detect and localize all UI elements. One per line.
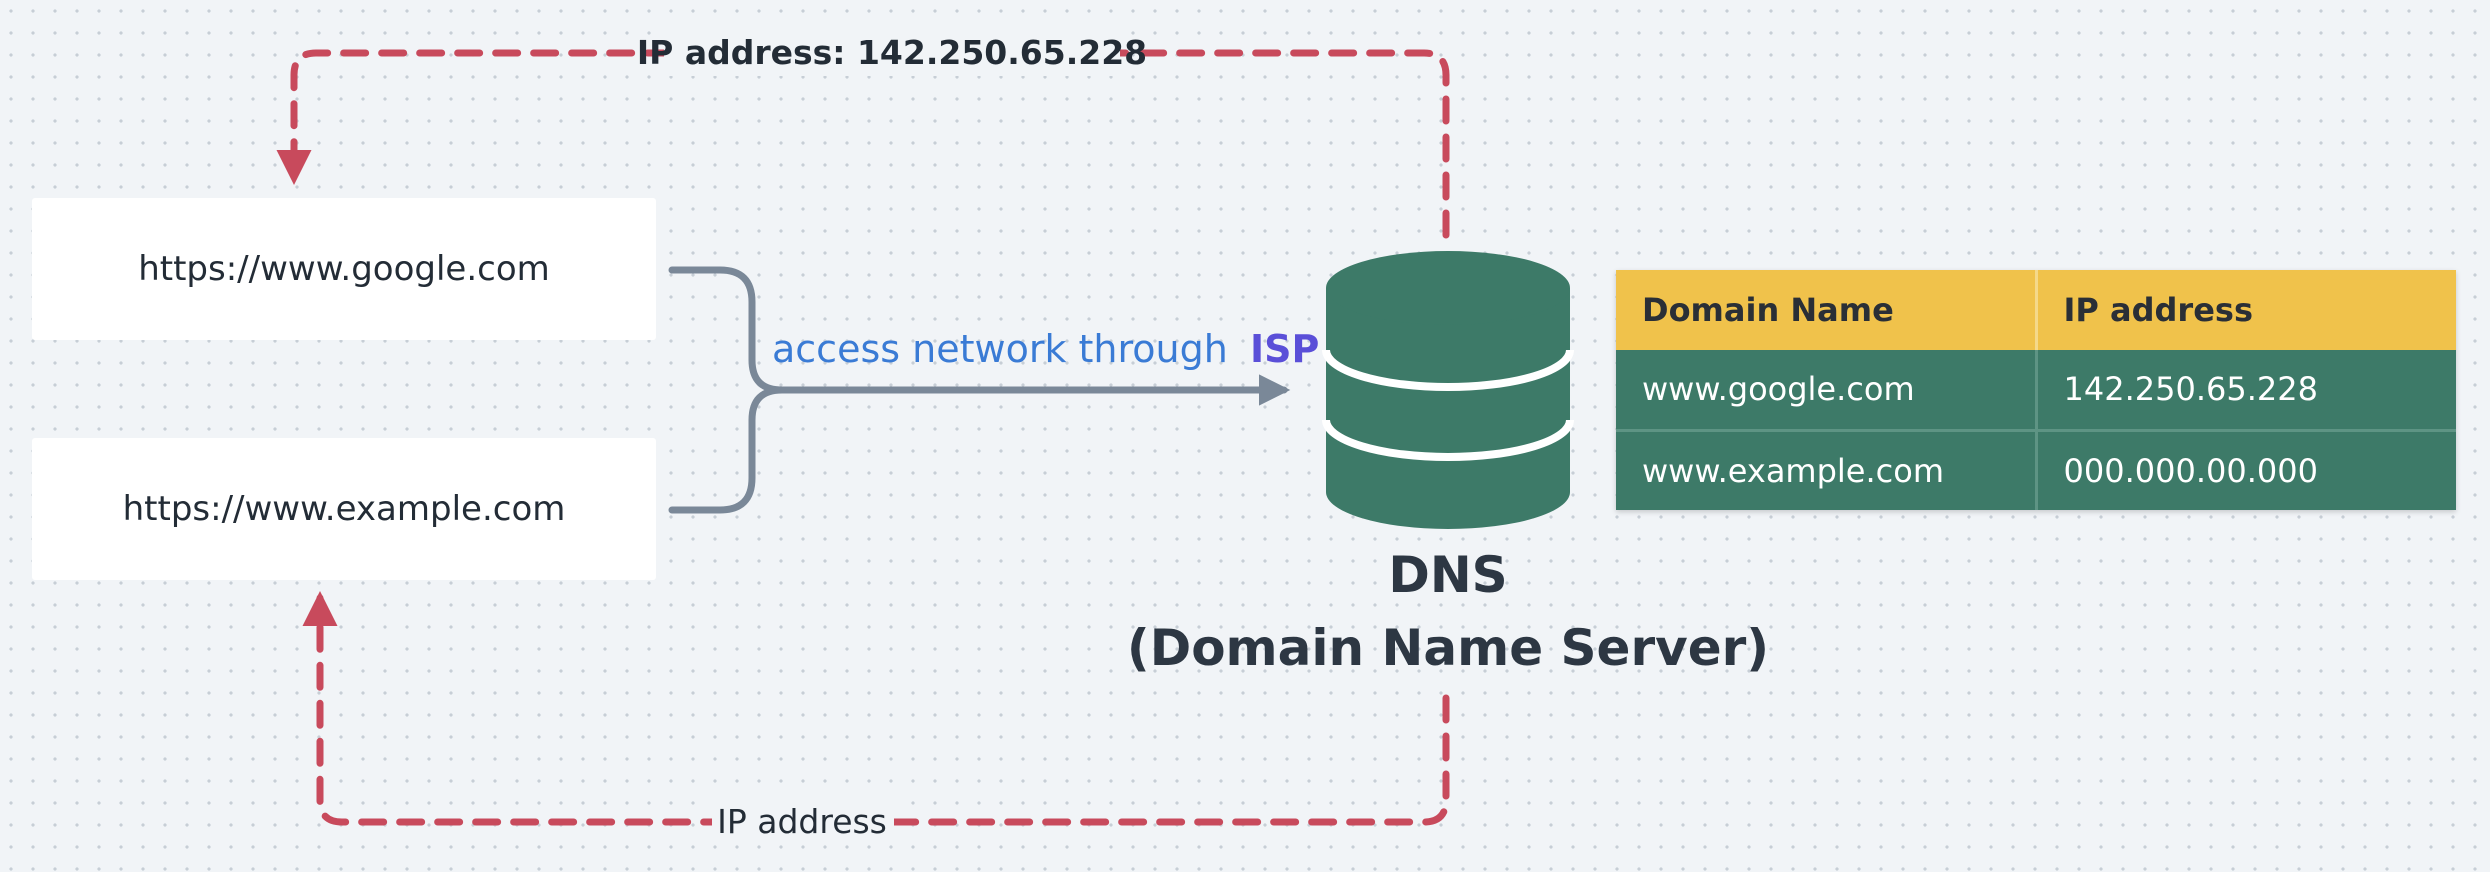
top-return-arrow <box>276 49 1450 239</box>
dns-lookup-table: Domain Name IP address www.google.com 14… <box>1616 270 2456 510</box>
cell-domain: www.google.com <box>1616 350 2036 430</box>
database-icon <box>1322 251 1574 529</box>
network-label-text: access network through <box>772 327 1228 371</box>
bottom-return-arrow <box>302 591 1450 826</box>
table-row: www.example.com 000.000.00.000 <box>1616 428 2456 510</box>
request-bracket-top <box>668 266 786 394</box>
url-box-example: https://www.example.com <box>32 438 656 580</box>
header-ip-address: IP address <box>2034 270 2456 350</box>
table-row: www.google.com 142.250.65.228 <box>1616 350 2456 430</box>
network-label: access network through ISP <box>772 327 1319 371</box>
isp-label: ISP <box>1250 327 1319 371</box>
cell-domain: www.example.com <box>1616 428 2036 510</box>
url-box-label: https://www.google.com <box>138 249 550 289</box>
dns-title: DNS <box>1388 546 1507 604</box>
url-box-google: https://www.google.com <box>32 198 656 340</box>
bottom-return-label: IP address <box>717 802 887 841</box>
url-box-label: https://www.example.com <box>122 489 566 529</box>
request-bracket-bottom <box>668 386 786 514</box>
cell-ip: 000.000.00.000 <box>2034 428 2456 510</box>
dns-subtitle: (Domain Name Server) <box>1127 619 1769 677</box>
table-header-row: Domain Name IP address <box>1616 270 2456 350</box>
header-domain-name: Domain Name <box>1616 270 2036 350</box>
top-return-label: IP address: 142.250.65.228 <box>637 33 1147 72</box>
cell-ip: 142.250.65.228 <box>2034 350 2456 430</box>
